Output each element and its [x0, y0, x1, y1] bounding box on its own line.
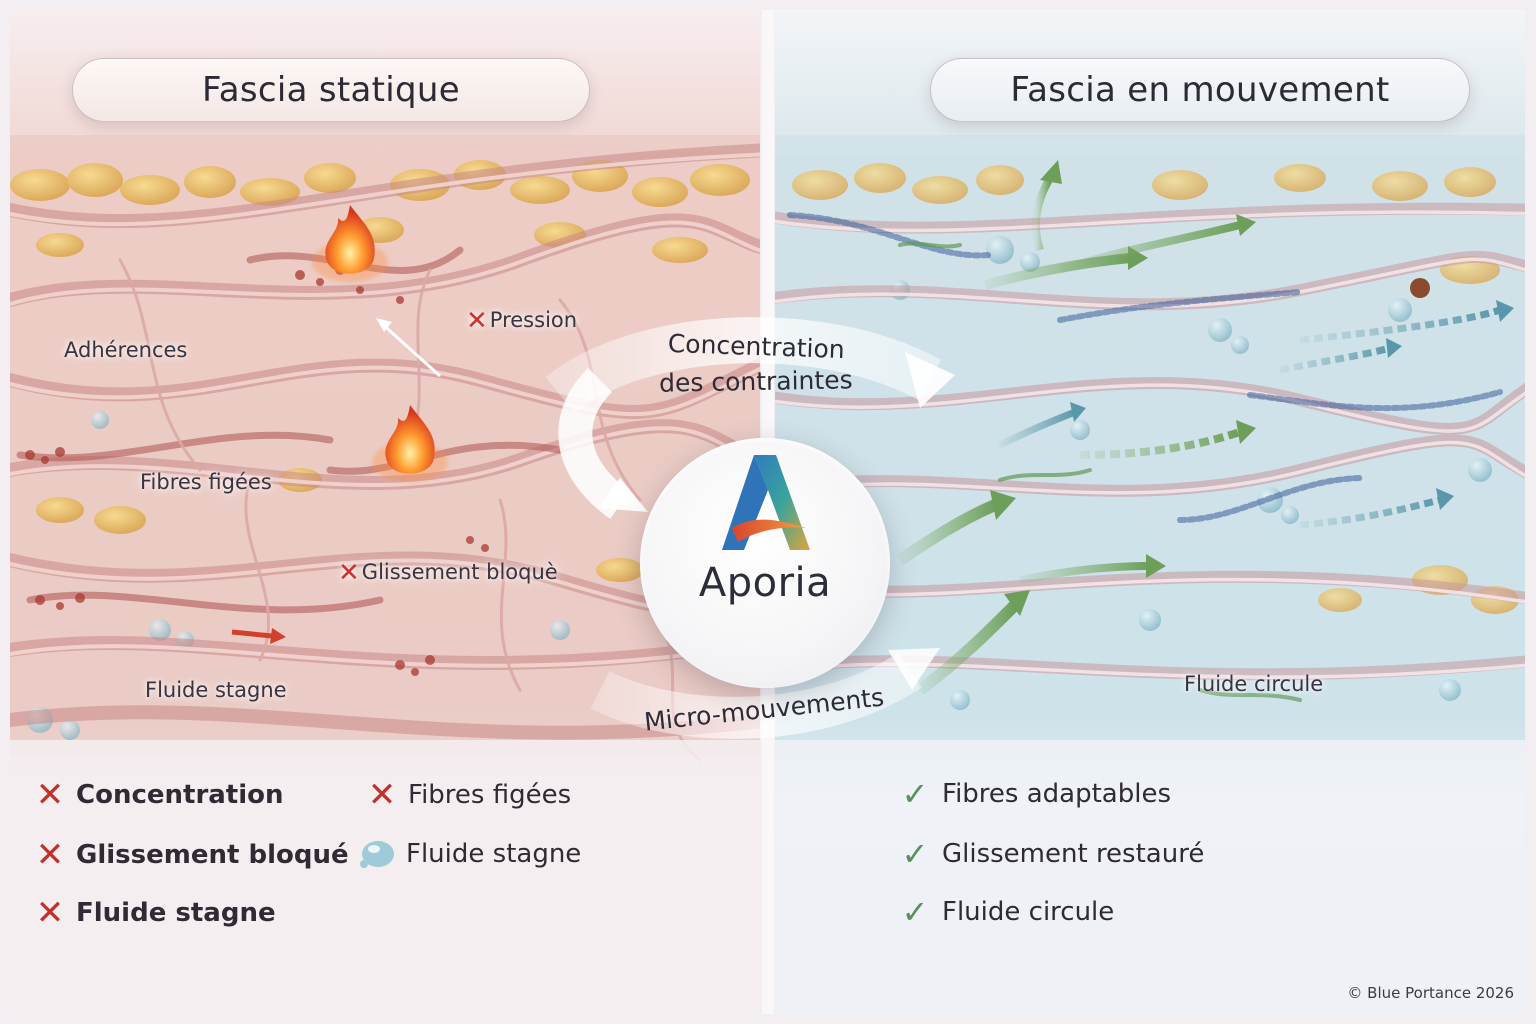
- label-pression: ✕Pression: [466, 306, 577, 336]
- legend-glissement-bloque-text: Glissement bloqué: [76, 840, 349, 870]
- cross-icon: ✕: [466, 306, 488, 336]
- legend-fluide-stagne-droplet: Fluide stagne: [356, 836, 581, 872]
- check-icon: ✓: [901, 775, 929, 813]
- label-glissement-text: Glissement bloquè: [361, 560, 558, 584]
- cross-icon: ✕: [35, 835, 65, 875]
- legend-fluide-stagne: ✕ Fluide stagne: [34, 896, 276, 930]
- center-arcs: [545, 317, 955, 739]
- label-adherences: Adhérences: [64, 338, 188, 362]
- legend-concentration: ✕ Concentration: [34, 778, 284, 812]
- static-fascia-tissue: [10, 135, 760, 1014]
- legend-fluide-stagne-droplet-text: Fluide stagne: [406, 839, 582, 869]
- right-panel-title: Fascia en mouvement: [930, 58, 1470, 122]
- droplet-icon: [360, 841, 394, 868]
- moving-fascia-tissue: [775, 135, 1525, 1014]
- flame-icon: [312, 205, 388, 282]
- copyright: © Blue Portance 2026: [1347, 984, 1514, 1002]
- check-icon: ✓: [901, 835, 929, 873]
- label-fluide-circule: Fluide circule: [1184, 672, 1324, 696]
- label-fibres-figees: Fibres figées: [140, 470, 272, 494]
- flow-arrow-icon: [231, 629, 273, 639]
- flow-arrow-icon: [896, 160, 1514, 695]
- cross-icon: ✕: [35, 775, 65, 815]
- arc-top-line2: des contraintes: [659, 365, 853, 397]
- legend-fibres-adaptables: ✓ Fibres adaptables: [898, 778, 1171, 810]
- aporia-logo: [722, 455, 810, 550]
- legend-glissement-bloque: ✕ Glissement bloqué: [34, 838, 349, 872]
- arc-top-line1: Concentration: [667, 329, 845, 364]
- legend-fluide-circule: ✓ Fluide circule: [898, 893, 1115, 931]
- legend-glissement-restaure: ✓ Glissement restauré: [898, 835, 1205, 873]
- check-icon: ✓: [901, 893, 929, 931]
- flame-icon: [372, 405, 448, 482]
- left-panel-title: Fascia statique: [72, 58, 590, 122]
- legend-fibres-figees-text: Fibres figées: [408, 780, 572, 810]
- cross-icon: ✕: [367, 775, 397, 815]
- brand-name: Aporia: [698, 560, 832, 606]
- legend-fluide-circule-text: Fluide circule: [942, 897, 1115, 927]
- legend-concentration-text: Concentration: [76, 780, 284, 810]
- legend-glissement-restaure-text: Glissement restauré: [942, 839, 1205, 869]
- label-glissement-bloque: ✕Glissement bloquè: [338, 558, 558, 588]
- cross-icon: ✕: [35, 893, 65, 933]
- legend-fibres-figees: ✕ Fibres figées: [366, 778, 571, 812]
- legend-fluide-stagne-text: Fluide stagne: [76, 898, 276, 928]
- cross-icon: ✕: [338, 558, 360, 588]
- legend-fibres-adaptables-text: Fibres adaptables: [942, 779, 1171, 809]
- label-fluide-stagne: Fluide stagne: [145, 678, 287, 702]
- label-pression-text: Pression: [489, 308, 578, 332]
